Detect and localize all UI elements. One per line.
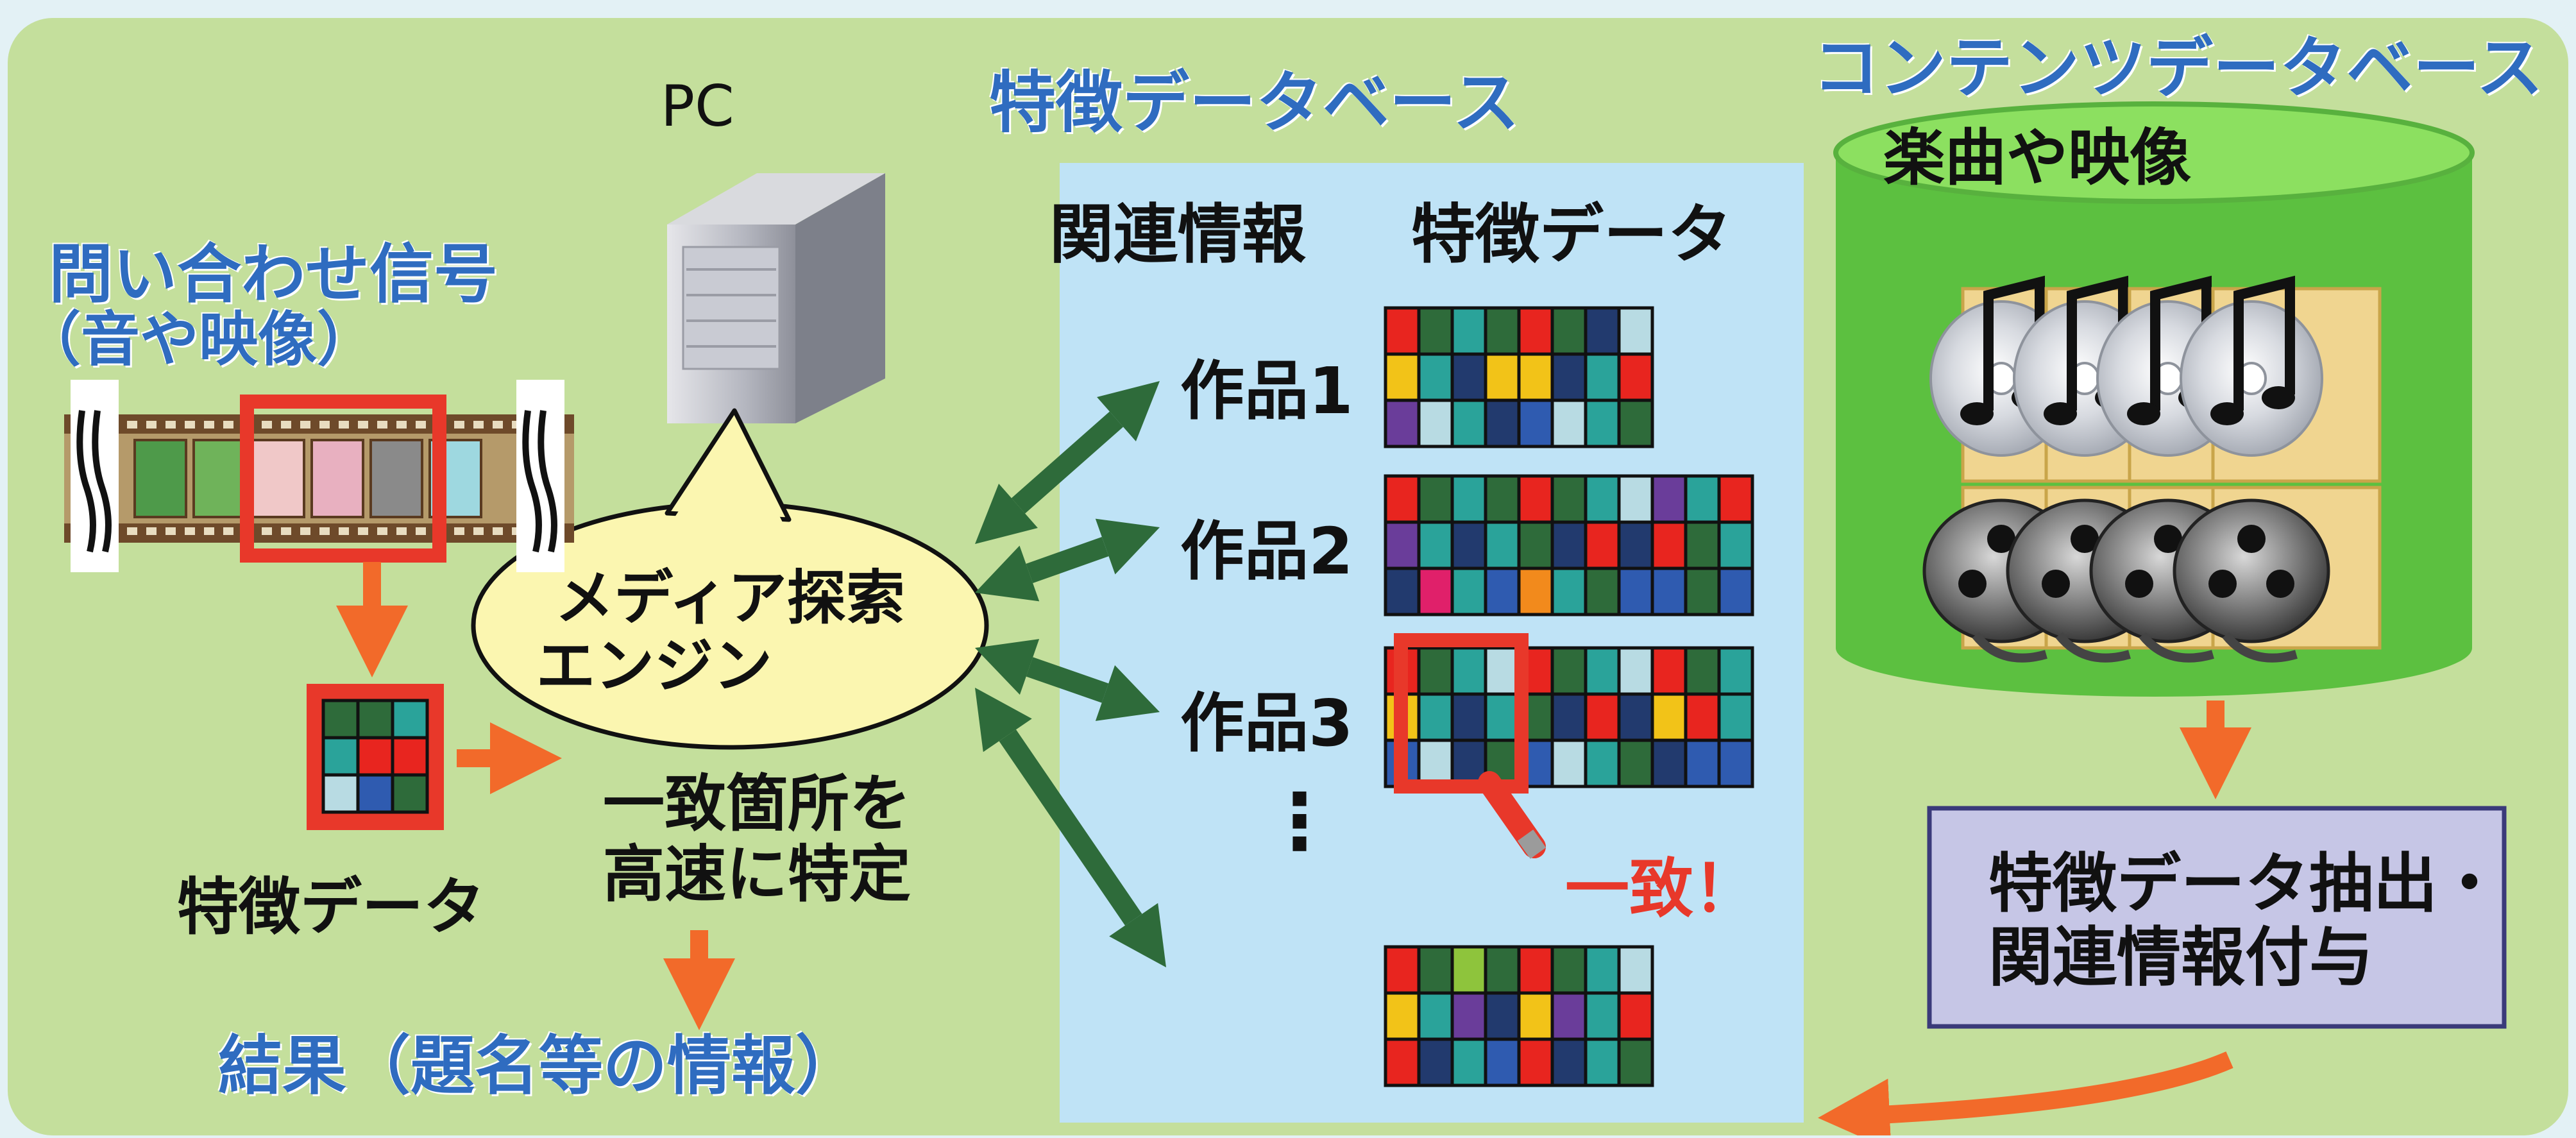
query-feature-grid: [321, 699, 429, 814]
vertical-ellipsis: ⋮: [1261, 777, 1338, 867]
match-exclaim: 一致！: [1565, 851, 1758, 926]
arrow-engine-work-3: [975, 639, 1160, 721]
film-strip-icon: [64, 380, 574, 572]
content-database-subtitle: 楽曲や映像: [1883, 122, 2191, 194]
query-signal-label: 問い合わせ信号: [49, 237, 498, 312]
feature-database-title: 特徴データベース: [989, 64, 1520, 142]
column-feature-data: 特徴データ: [1411, 197, 1732, 272]
result-label: 結果（題名等の情報）: [218, 1028, 860, 1103]
extract-box: [1927, 806, 2507, 1029]
arrow-extract-to-feature-db: [1818, 1051, 2233, 1138]
arrow-engine-work-1: [975, 381, 1160, 544]
feature-grid-work-3: [1384, 646, 1754, 788]
query-signal-sublabel: （音や映像）: [22, 305, 377, 374]
extract-label: 特徴データ抽出・ 関連情報付与: [1988, 847, 2502, 994]
work-1-label: 作品1: [1180, 353, 1353, 429]
bidirectional-arrows: [975, 381, 1166, 967]
match-locate-line-2: 高速に特定: [603, 838, 911, 911]
query-feature-label: 特徴データ: [177, 871, 485, 943]
query-feature-thumbnail: [307, 684, 444, 830]
extract-line-1: 特徴データ抽出・: [1988, 846, 2502, 921]
pc-label: PC: [661, 73, 734, 139]
arrow-engine-work-4: [975, 688, 1166, 967]
feature-grids: [1384, 306, 1754, 1087]
search-engine-label: メディア探索 エンジン: [499, 565, 961, 701]
search-engine-line-2: エンジン: [536, 631, 773, 701]
magnifier-highlight: [1394, 633, 1546, 859]
feature-grid-work-1: [1384, 306, 1654, 448]
arrow-engine-work-2: [975, 518, 1160, 602]
work-2-label: 作品2: [1180, 514, 1353, 589]
content-database-title: コンテンツデータベース: [1813, 29, 2543, 107]
work-3-label: 作品3: [1180, 686, 1353, 761]
extract-line-2: 関連情報付与: [1988, 920, 2373, 995]
pc-tower-icon: [667, 173, 885, 423]
column-related-info: 関連情報: [1049, 197, 1306, 272]
match-locate-line-1: 一致箇所を: [603, 768, 911, 840]
media-icons: [1922, 275, 2382, 663]
search-engine-line-1: メディア探索: [555, 564, 905, 633]
feature-grid-work-2: [1384, 474, 1754, 616]
feature-grid-work-4: [1384, 945, 1654, 1087]
match-locate-label: 一致箇所を 高速に特定: [603, 769, 911, 910]
search-engine-bubble: [471, 408, 989, 750]
